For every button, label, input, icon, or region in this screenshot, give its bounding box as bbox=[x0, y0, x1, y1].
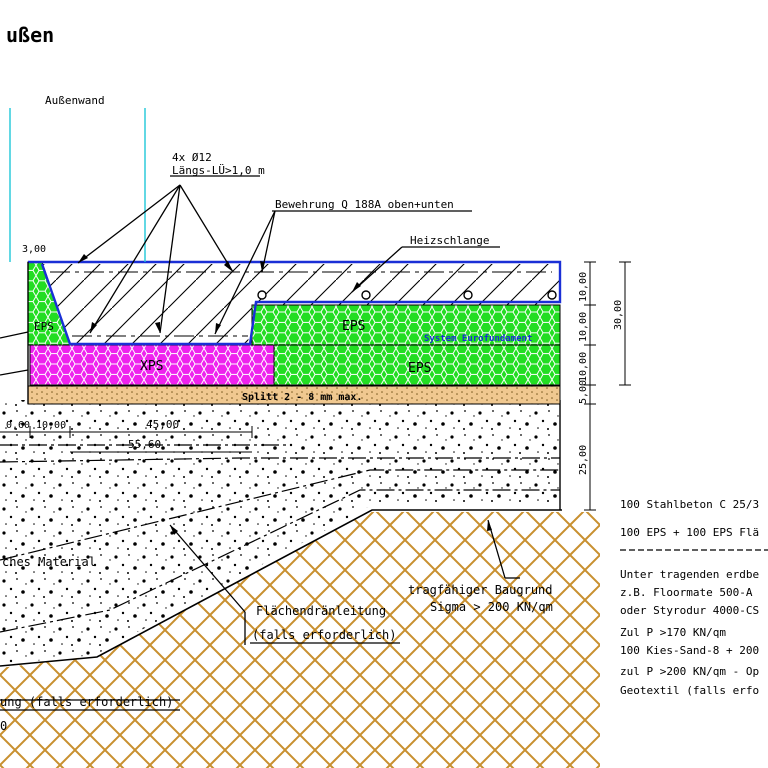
gravel-dashdot-slope bbox=[0, 469, 560, 561]
dim-r-5-00: 5,00 bbox=[578, 380, 589, 404]
dim-r-30-00: 30,00 bbox=[613, 300, 624, 330]
dimension-lines-vertical bbox=[584, 261, 631, 511]
dim-r-10-00-a: 10,00 bbox=[578, 272, 589, 302]
rebar-lap-label: Längs-LÜ>1,0 m bbox=[172, 164, 265, 177]
note-3: Unter tragenden erdbe bbox=[620, 568, 759, 581]
text-underlines bbox=[0, 549, 768, 711]
concrete-slab bbox=[42, 264, 560, 344]
eps-upper-label: EPS bbox=[342, 319, 365, 334]
dimension-lines-horizontal bbox=[0, 426, 253, 453]
drain-label-2: (falls erforderlich) bbox=[252, 628, 397, 642]
dim-0-60: 0,60 bbox=[6, 420, 30, 431]
note-5: oder Styrodur 4000-CS bbox=[620, 604, 759, 617]
note-1: 100 Stahlbeton C 25/3 bbox=[620, 498, 759, 511]
wall-label: Außenwand bbox=[45, 94, 105, 107]
eps-small-label: EPS bbox=[34, 320, 54, 333]
eps-lower-label: EPS bbox=[408, 361, 431, 376]
gravel-dashdot-mid bbox=[0, 457, 560, 463]
leader-lines bbox=[0, 175, 520, 701]
heating-pipe bbox=[361, 290, 371, 300]
dim-r-10-00-c: 10,00 bbox=[578, 352, 589, 382]
slab-outline bbox=[28, 260, 562, 346]
dim-45-00: 45,00 bbox=[146, 418, 179, 431]
note-9: Geotextil (falls erfo bbox=[620, 684, 759, 697]
gravel-bottom-line bbox=[0, 509, 562, 667]
dim-10-00: 10,00 bbox=[36, 420, 66, 431]
drain-label-1: Flächendränleitung bbox=[256, 604, 386, 618]
ground-label-1: tragfähiger Baugrund bbox=[408, 583, 553, 597]
dim-3-00: 3,00 bbox=[22, 244, 46, 255]
heating-pipe bbox=[463, 290, 473, 300]
note-2: 100 EPS + 100 EPS Flä bbox=[620, 526, 759, 539]
heating-label: Heizschlange bbox=[410, 234, 489, 247]
leader-arrowheads bbox=[78, 254, 492, 535]
dim-r-10-00-b: 10,00 bbox=[578, 312, 589, 342]
system-label: System Eurofundament bbox=[424, 334, 532, 344]
dim-r-25-00: 25,00 bbox=[578, 445, 589, 475]
dim-55-60: 55,60 bbox=[128, 438, 161, 451]
note-7: 100 Kies-Sand-8 + 200 bbox=[620, 644, 759, 657]
soil-layer bbox=[0, 512, 600, 768]
heating-pipe bbox=[257, 290, 267, 300]
rebar-count-label: 4x Ø12 bbox=[172, 151, 212, 164]
xps-label: XPS bbox=[140, 359, 163, 374]
heating-pipe bbox=[547, 290, 557, 300]
note-8: zul P >200 KN/qm - Op bbox=[620, 665, 759, 678]
splitt-label: Splitt 2 - 8 mm max. bbox=[242, 391, 362, 403]
bottom-label-1: ung (falls erforderlich) bbox=[0, 695, 173, 709]
gravel-layer bbox=[0, 400, 560, 664]
note-4: z.B. Floormate 500-A bbox=[620, 586, 753, 599]
bottom-label-2: 0 bbox=[0, 719, 7, 733]
page-title: ußen bbox=[6, 23, 54, 47]
mesh-label: Bewehrung Q 188A oben+unten bbox=[275, 198, 454, 211]
ground-label-2: Sigma > 200 KN/qm bbox=[430, 600, 553, 614]
material-label: ches Material bbox=[2, 555, 96, 569]
note-6: Zul P >170 KN/qm bbox=[620, 626, 726, 639]
